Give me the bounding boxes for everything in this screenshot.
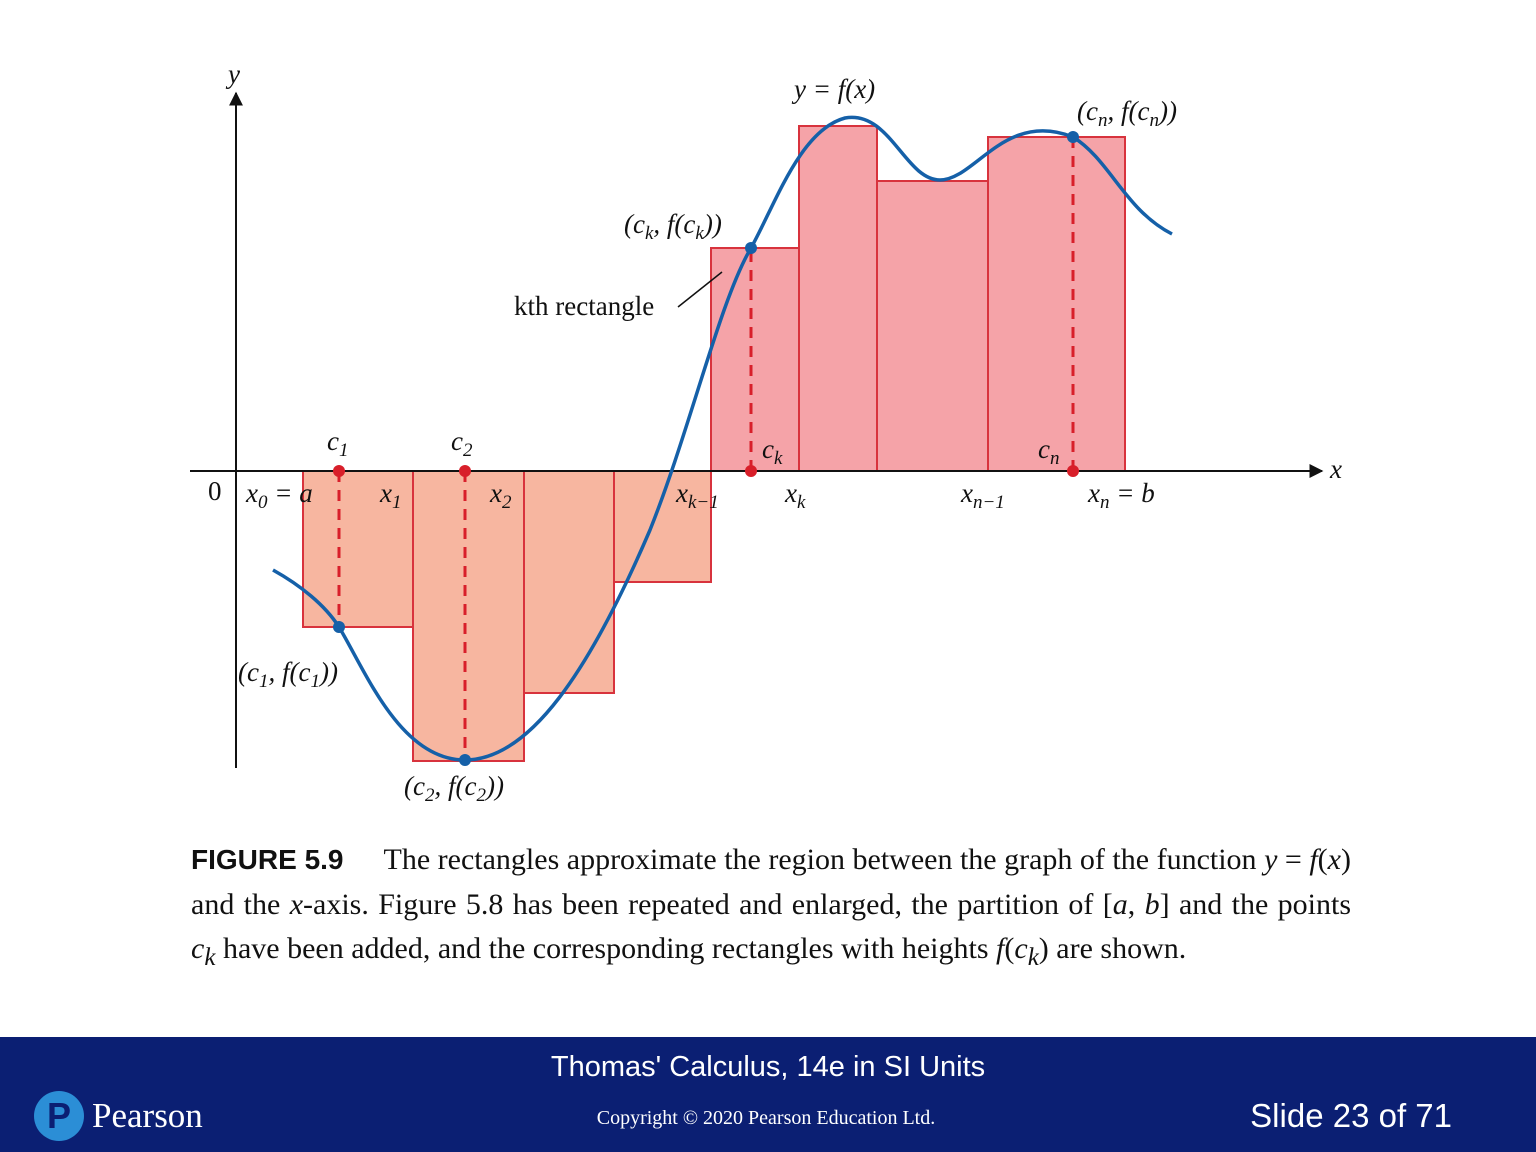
partition-label-xn-1: xn−1: [960, 478, 1005, 513]
dot-fc1: [333, 621, 345, 633]
slide-footer: Thomas' Calculus, 14e in SI Units Copyri…: [0, 1037, 1536, 1152]
curve-sample-dots: [333, 131, 1079, 766]
sample-label-ck: ck: [762, 434, 783, 469]
pearson-logo: P Pearson: [34, 1089, 203, 1143]
partition-label-xn: xn = b: [1087, 478, 1155, 513]
riemann-sum-figure: y x 0 y = f(x) kth rectangle x0 = a x1 x…: [190, 59, 1342, 806]
kth-rectangle-leader: [677, 271, 723, 308]
rectangle-1: [302, 470, 414, 628]
curve-label: y = f(x): [791, 74, 875, 104]
sample-label-c2: c2: [451, 426, 473, 461]
rectangle-7: [876, 180, 989, 472]
rectangle-4: [613, 470, 712, 583]
partition-label-x0: x0 = a: [245, 478, 313, 513]
dot-c2: [459, 465, 471, 477]
caption-text: The rectangles approximate the region be…: [191, 843, 1352, 971]
sample-label-c1: c1: [327, 426, 348, 461]
figure-number: FIGURE 5.9: [191, 844, 344, 875]
dot-cn: [1067, 465, 1079, 477]
copyright-notice: Copyright © 2020 Pearson Education Ltd.: [596, 1107, 936, 1129]
pearson-p-icon: P: [34, 1091, 84, 1141]
dot-fck: [745, 242, 757, 254]
dot-c1: [333, 465, 345, 477]
rectangle-3: [523, 470, 615, 694]
function-curve: [272, 115, 1173, 762]
point-label-ck: (ck, f(ck)): [624, 209, 722, 244]
kth-rectangle-label: kth rectangle: [514, 291, 654, 321]
point-label-c2: (c2, f(c2)): [404, 771, 504, 806]
rectangle-6: [798, 125, 878, 472]
x-axis-label: x: [1329, 454, 1342, 484]
partition-label-xk-1: xk−1: [675, 478, 719, 513]
axis-sample-dots: [333, 465, 1079, 477]
dot-fcn: [1067, 131, 1079, 143]
point-label-c1: (c1, f(c1)): [238, 657, 338, 692]
book-title: Thomas' Calculus, 14e in SI Units: [550, 1051, 986, 1083]
rectangles: [302, 125, 1126, 762]
y-axis-label: y: [225, 59, 240, 89]
partition-label-x1: x1: [379, 478, 401, 513]
pearson-wordmark: Pearson: [92, 1096, 203, 1135]
partition-label-xk: xk: [784, 478, 806, 513]
sample-label-cn: cn: [1038, 434, 1059, 469]
partition-label-x2: x2: [489, 478, 512, 513]
origin-label: 0: [208, 476, 222, 506]
point-label-cn: (cn, f(cn)): [1077, 96, 1177, 131]
dot-fc2: [459, 754, 471, 766]
dot-ck: [745, 465, 757, 477]
rectangle-k: [710, 247, 800, 472]
slide-number: Slide 23 of 71: [1250, 1097, 1452, 1134]
rectangle-2: [412, 470, 525, 762]
sample-dashed-lines: [337, 137, 1075, 760]
rectangle-n: [987, 136, 1126, 472]
